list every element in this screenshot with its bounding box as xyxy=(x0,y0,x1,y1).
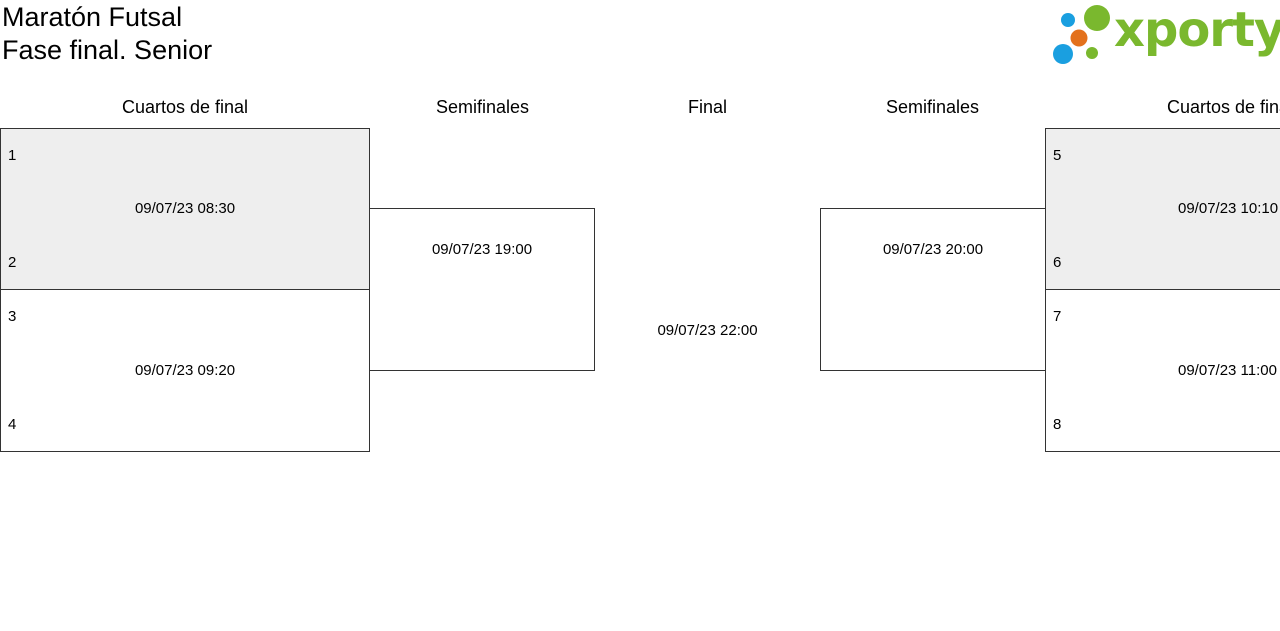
logo-dots-icon xyxy=(1053,5,1110,64)
seed-number: 3 xyxy=(8,308,17,325)
seed-number: 5 xyxy=(1053,147,1062,164)
seed-number: 8 xyxy=(1053,416,1062,433)
xporty-logo: xporty xyxy=(1050,2,1280,68)
match-date: 09/07/23 20:00 xyxy=(882,241,984,258)
match-date: 09/07/23 11:00 xyxy=(1178,362,1277,379)
match-box-qf1[interactable] xyxy=(0,128,370,290)
tournament-title: Maratón Futsal xyxy=(2,2,183,32)
seed-number: 7 xyxy=(1053,308,1062,325)
phase-subtitle: Fase final. Senior xyxy=(2,35,213,65)
match-date: 09/07/23 09:20 xyxy=(134,362,236,379)
match-box-qf3[interactable] xyxy=(1045,128,1280,290)
round-label-left-semifinals: Semifinales xyxy=(435,97,530,117)
logo-wordmark: xporty xyxy=(1114,2,1280,58)
round-label-final: Final xyxy=(687,97,727,117)
seed-number: 2 xyxy=(8,254,17,271)
final-match-date[interactable]: 09/07/23 22:00 xyxy=(657,322,758,339)
match-box-sf1[interactable] xyxy=(369,208,595,371)
match-box-sf2[interactable] xyxy=(820,208,1046,371)
seed-number: 6 xyxy=(1053,254,1062,271)
round-label-right-quarterfinals: Cuartos de final xyxy=(1166,97,1280,117)
match-date: 09/07/23 19:00 xyxy=(431,241,533,258)
match-date: 09/07/23 10:10 xyxy=(1178,200,1279,217)
round-label-right-semifinals: Semifinales xyxy=(885,97,980,117)
match-date: 09/07/23 08:30 xyxy=(134,200,236,217)
seed-number: 1 xyxy=(8,147,17,164)
seed-number: 4 xyxy=(8,416,17,433)
match-box-qf4[interactable] xyxy=(1045,289,1280,452)
round-label-left-quarterfinals: Cuartos de final xyxy=(121,97,249,117)
